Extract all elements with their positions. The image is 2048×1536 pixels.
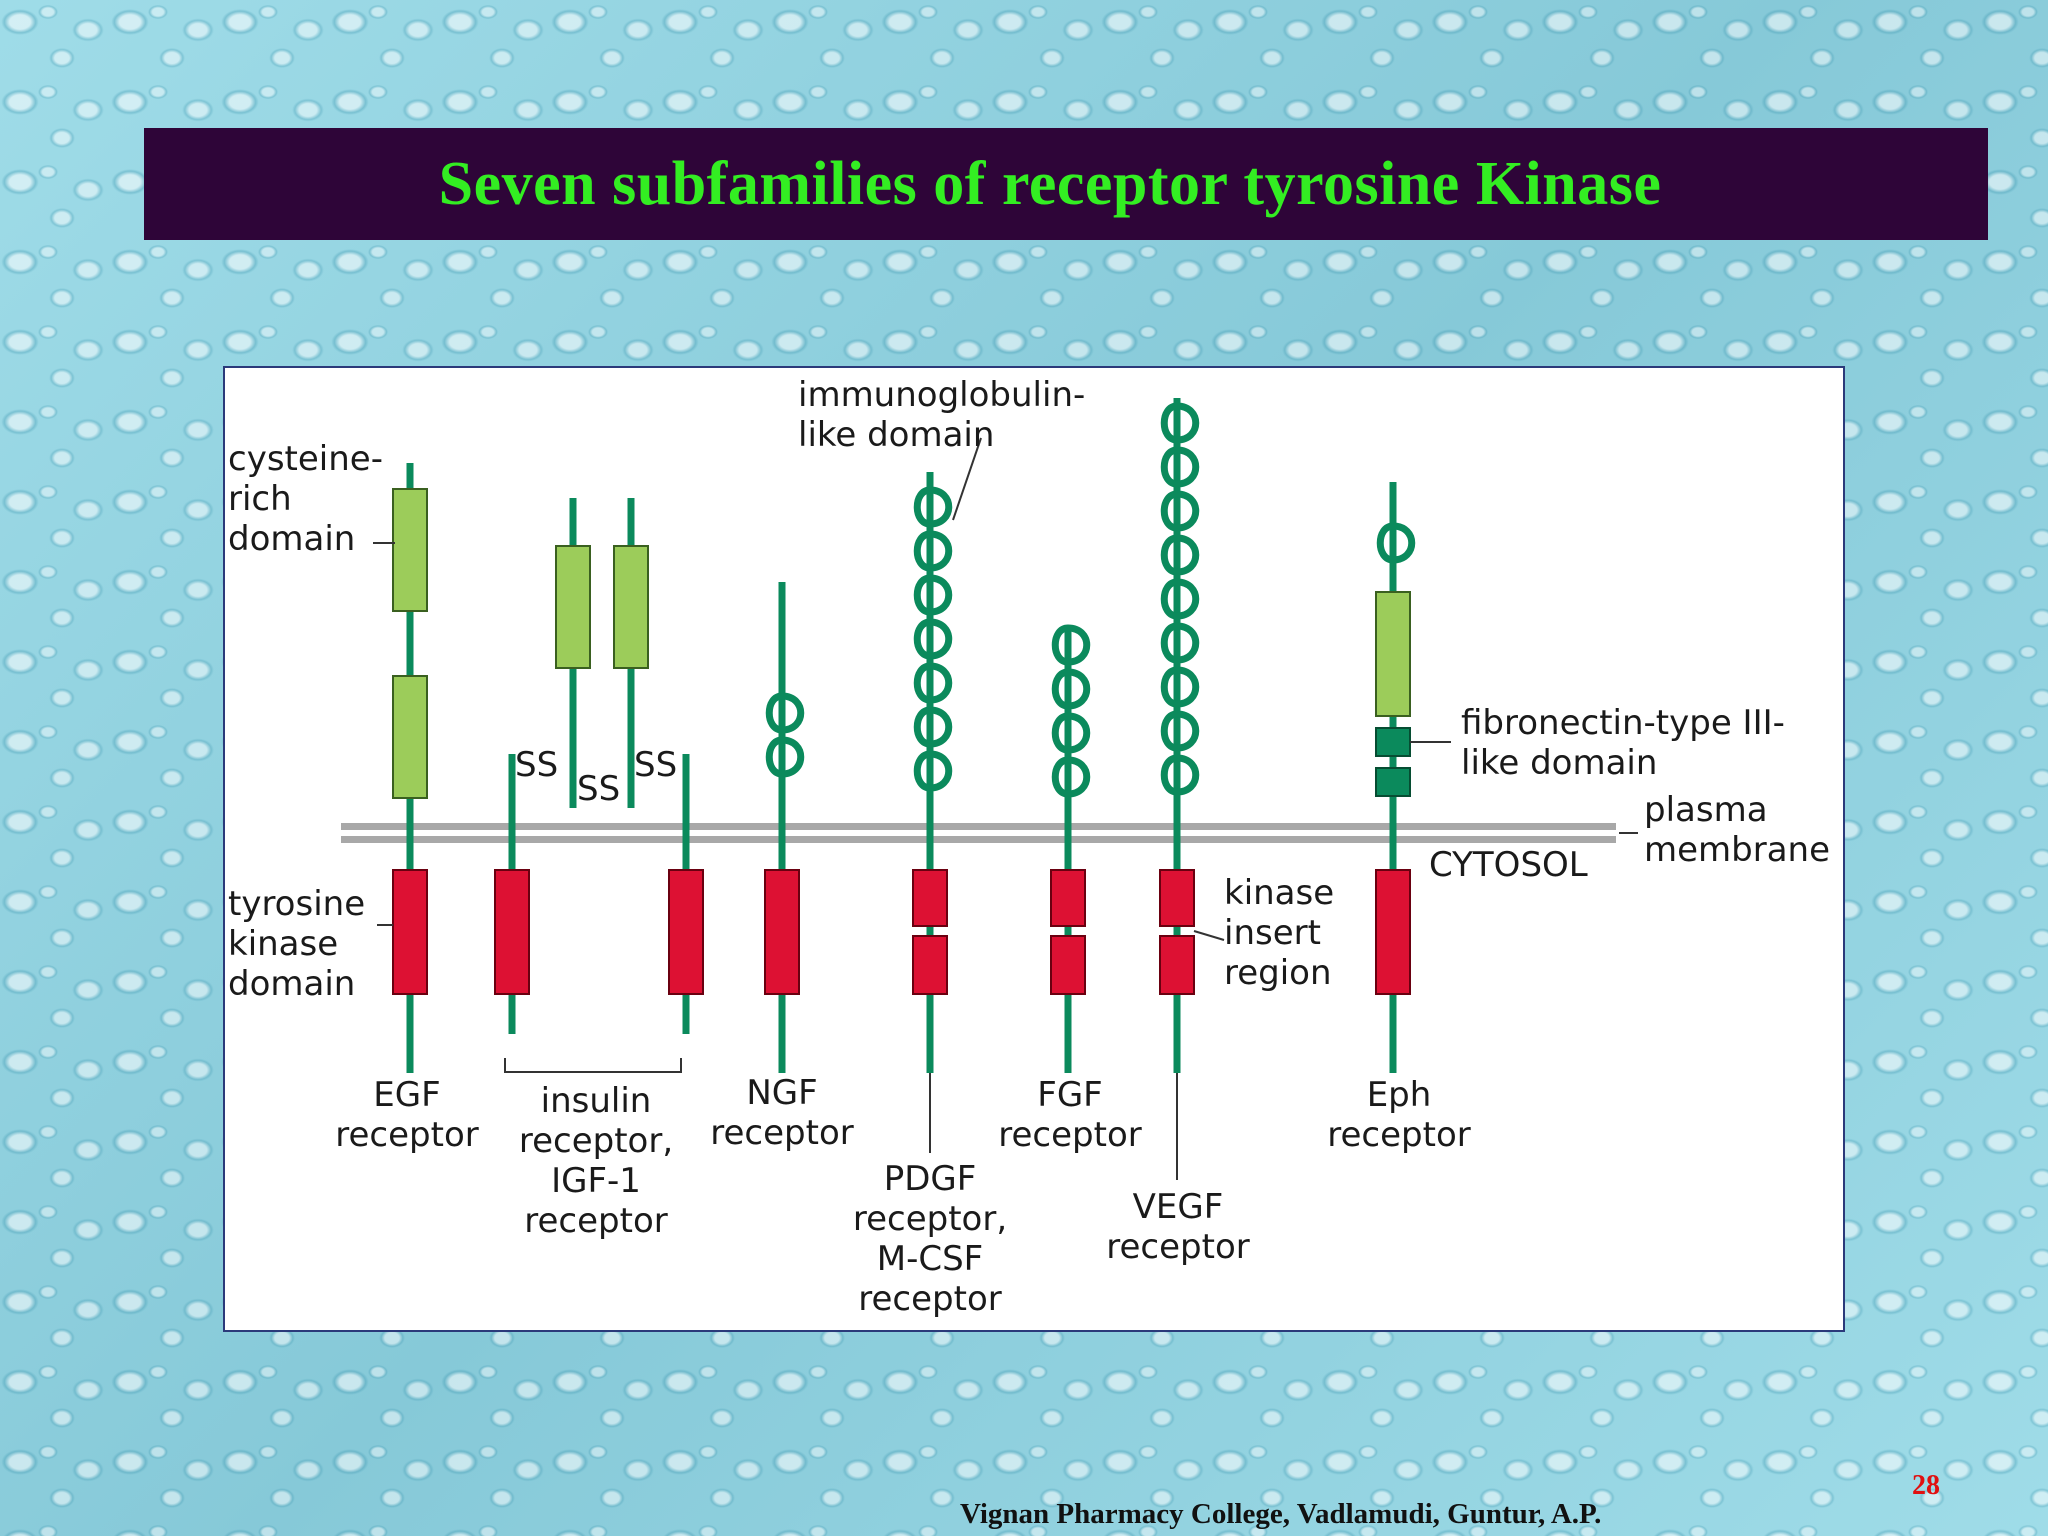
pdgf-receptor-name-1: PDGF — [884, 1159, 977, 1199]
tyrosine-kinase-label-1: tyrosine — [228, 884, 365, 924]
fgf-kinase-domain-1 — [1050, 869, 1086, 927]
egf-receptor-name-2: receptor — [335, 1115, 478, 1155]
eph-kinase-domain — [1375, 869, 1411, 995]
immunoglobulin-pointer — [952, 437, 982, 521]
plasma-membrane-label-1: plasma — [1644, 790, 1768, 830]
pdgf-kinase-domain-2 — [912, 935, 948, 995]
egf-receptor-name-1: EGF — [373, 1075, 440, 1115]
slide-title: Seven subfamilies of receptor tyrosine K… — [438, 149, 1662, 218]
insulin-receptor-structure — [494, 498, 704, 1073]
cysteine-label-2: rich — [228, 479, 292, 519]
eph-receptor-name-2: receptor — [1327, 1115, 1470, 1155]
fgf-receptor-name-2: receptor — [998, 1115, 1141, 1155]
eph-cysteine-domain — [1375, 591, 1411, 717]
eph-fibronectin-domain-1 — [1375, 727, 1411, 757]
page-number: 28 — [1912, 1470, 1940, 1501]
kinase-insert-label-3: region — [1224, 953, 1332, 993]
footer-institution: Vignan Pharmacy College, Vadlamudi, Gunt… — [960, 1498, 1602, 1530]
eph-receptor-structure — [1375, 482, 1416, 1073]
insulin-kinase-domain-left — [494, 869, 530, 995]
tyrosine-kinase-label-2: kinase — [228, 924, 338, 964]
vegf-kinase-domain-2 — [1159, 935, 1195, 995]
cysteine-label-3: domain — [228, 519, 355, 559]
tyrosine-kinase-label-3: domain — [228, 964, 355, 1004]
egf-cysteine-domain-1 — [392, 488, 428, 612]
insulin-receptor-name-3: IGF-1 — [551, 1161, 641, 1201]
vegf-receptor-name-2: receptor — [1106, 1227, 1249, 1267]
disulfide-label-2: SS — [577, 769, 620, 809]
title-bar: Seven subfamilies of receptor tyrosine K… — [144, 128, 1988, 240]
pdgf-receptor-structure — [912, 472, 953, 1153]
insulin-bracket — [504, 1058, 682, 1073]
ngf-kinase-domain — [764, 869, 800, 995]
insulin-receptor-name-2: receptor, — [519, 1121, 673, 1161]
pdgf-kinase-domain-1 — [912, 869, 948, 927]
fibronectin-label-1: fibronectin-type III- — [1461, 703, 1785, 743]
vegf-receptor-name-1: VEGF — [1133, 1187, 1224, 1227]
insulin-receptor-name-1: insulin — [541, 1081, 652, 1121]
kinase-insert-label-1: kinase — [1224, 873, 1334, 913]
fgf-receptor-structure — [1050, 624, 1091, 1073]
kinase-insert-pointer — [1193, 930, 1225, 941]
egf-cysteine-domain-2 — [392, 675, 428, 799]
pdgf-receptor-name-3: M-CSF — [877, 1239, 983, 1279]
plasma-membrane-label-2: membrane — [1644, 830, 1830, 870]
kinase-insert-label-2: insert — [1224, 913, 1321, 953]
vegf-receptor-structure — [1159, 398, 1200, 1180]
insulin-receptor-name-4: receptor — [524, 1201, 667, 1241]
fgf-receptor-name-1: FGF — [1037, 1075, 1102, 1115]
egf-kinase-domain — [392, 869, 428, 995]
eph-fibronectin-domain-2 — [1375, 767, 1411, 797]
ngf-receptor-name-2: receptor — [710, 1113, 853, 1153]
receptor-diagram: cysteine- rich domain immunoglobulin- li… — [223, 366, 1845, 1332]
cytosol-label: CYTOSOL — [1429, 845, 1588, 885]
ngf-receptor-structure — [764, 582, 805, 1073]
vegf-kinase-domain-1 — [1159, 869, 1195, 927]
pdgf-receptor-name-2: receptor, — [853, 1199, 1007, 1239]
insulin-kinase-domain-right — [668, 869, 704, 995]
pdgf-receptor-name-4: receptor — [858, 1279, 1001, 1319]
plasma-membrane — [341, 823, 1616, 843]
eph-receptor-name-1: Eph — [1367, 1075, 1432, 1115]
ngf-receptor-name-1: NGF — [746, 1073, 817, 1113]
fibronectin-label-2: like domain — [1461, 743, 1657, 783]
fgf-kinase-domain-2 — [1050, 935, 1086, 995]
disulfide-label-3: SS — [634, 745, 677, 785]
egf-receptor-structure — [392, 463, 428, 1073]
cysteine-label-1: cysteine- — [228, 439, 383, 479]
immunoglobulin-label-1: immunoglobulin- — [798, 375, 1085, 415]
insulin-cysteine-domain-left — [555, 545, 591, 669]
immunoglobulin-label-2: like domain — [798, 415, 994, 455]
insulin-cysteine-domain-right — [613, 545, 649, 669]
diagram-svg: cysteine- rich domain immunoglobulin- li… — [228, 375, 1830, 1319]
disulfide-label-1: SS — [515, 745, 558, 785]
